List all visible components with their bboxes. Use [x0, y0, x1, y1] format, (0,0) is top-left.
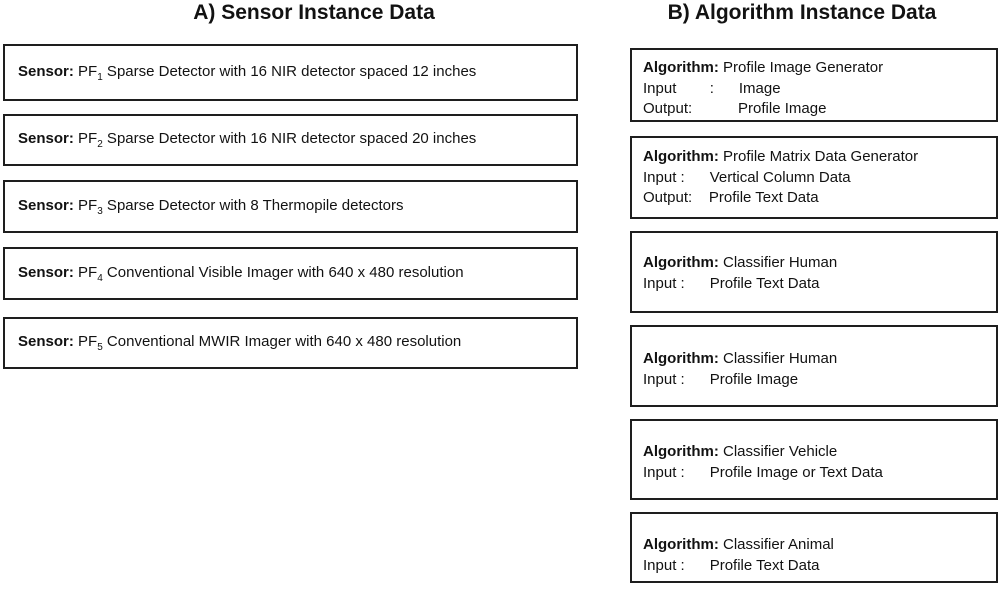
sensor-text: Conventional MWIR Imager with 640 x 480 …	[102, 333, 462, 350]
sensor-subscript: 3	[97, 205, 103, 217]
algorithm-text: Output: Profile Image	[643, 100, 827, 118]
panel-b-title: B) Algorithm Instance Data	[667, 1, 937, 24]
algorithm-label: Algorithm:	[643, 59, 719, 76]
algorithm-box-2: Algorithm: Profile Matrix Data Generator…	[630, 136, 998, 219]
sensor-text: Sparse Detector with 16 NIR detector spa…	[102, 62, 477, 80]
sensor-line: Sensor: PF3 Sparse Detector with 8 Therm…	[18, 197, 403, 217]
algorithm-text: Input : Vertical Column Data	[643, 168, 851, 186]
sensor-line: Sensor: PF2 Sparse Detector with 16 NIR …	[18, 130, 476, 150]
algorithm-text: Output: Profile Text Data	[643, 189, 819, 207]
algorithm-text: Classifier Vehicle	[718, 443, 838, 460]
sensor-text: PF	[73, 333, 98, 350]
sensor-text: PF	[73, 263, 98, 281]
panel-a-title: A) Sensor Instance Data	[193, 1, 435, 24]
algorithm-label: Algorithm:	[643, 254, 719, 271]
algorithm-line: Algorithm: Profile Matrix Data Generator	[643, 147, 996, 168]
algorithm-line: Input : Profile Text Data	[643, 274, 996, 295]
algorithm-line: Algorithm: Classifier Vehicle	[643, 442, 996, 463]
sensor-label: Sensor:	[18, 333, 74, 350]
algorithm-line: Algorithm: Classifier Animal	[643, 535, 996, 556]
algorithm-label: Algorithm:	[643, 148, 719, 165]
algorithm-text: Input : Image	[643, 79, 781, 97]
algorithm-line: Algorithm: Classifier Human	[643, 253, 996, 274]
algorithm-label: Algorithm:	[643, 536, 719, 553]
algorithm-text: Classifier Human	[718, 254, 838, 271]
sensor-box-4: Sensor: PF4 Conventional Visible Imager …	[3, 247, 578, 300]
algorithm-text: Input : Profile Image or Text Data	[643, 463, 883, 481]
algorithm-line: Algorithm: Classifier Human	[643, 349, 996, 370]
sensor-label: Sensor:	[18, 62, 74, 80]
sensor-text: Sparse Detector with 16 NIR detector spa…	[102, 130, 477, 147]
sensor-box-5: Sensor: PF5 Conventional MWIR Imager wit…	[3, 317, 578, 369]
algorithm-text: Profile Image Generator	[718, 59, 884, 76]
algorithm-text: Input : Profile Text Data	[643, 556, 820, 574]
algorithm-label: Algorithm:	[643, 443, 719, 460]
algorithm-line: Output: Profile Image	[643, 99, 996, 120]
algorithm-text: Input : Profile Text Data	[643, 274, 820, 292]
sensor-box-1: Sensor: PF1 Sparse Detector with 16 NIR …	[3, 44, 578, 101]
sensor-box-3: Sensor: PF3 Sparse Detector with 8 Therm…	[3, 180, 578, 233]
algorithm-line: Input : Image	[643, 79, 996, 100]
sensor-text: Sparse Detector with 8 Thermopile detect…	[102, 196, 404, 214]
sensor-subscript: 4	[97, 272, 103, 284]
sensor-label: Sensor:	[18, 196, 74, 214]
sensor-subscript: 1	[97, 71, 103, 83]
sensor-label: Sensor:	[18, 263, 74, 281]
algorithm-line: Input : Profile Text Data	[643, 556, 996, 577]
sensor-text: PF	[73, 62, 98, 80]
algorithm-line: Input : Profile Image	[643, 370, 996, 391]
sensor-text: PF	[73, 130, 98, 147]
algorithm-line: Input : Vertical Column Data	[643, 168, 996, 189]
sensor-line: Sensor: PF5 Conventional MWIR Imager wit…	[18, 333, 461, 353]
algorithm-text: Input : Profile Image	[643, 370, 799, 388]
sensor-subscript: 5	[97, 342, 103, 353]
sensor-text: PF	[73, 196, 98, 214]
algorithm-text: Profile Matrix Data Generator	[718, 148, 919, 165]
sensor-text: Conventional Visible Imager with 640 x 4…	[102, 263, 464, 281]
sensor-subscript: 2	[97, 139, 103, 150]
sensor-line: Sensor: PF4 Conventional Visible Imager …	[18, 264, 464, 284]
algorithm-label: Algorithm:	[643, 350, 719, 367]
algorithm-text: Classifier Human	[718, 350, 838, 367]
algorithm-line: Algorithm: Profile Image Generator	[643, 58, 996, 79]
sensor-box-2: Sensor: PF2 Sparse Detector with 16 NIR …	[3, 114, 578, 166]
algorithm-line: Input : Profile Image or Text Data	[643, 463, 996, 484]
algorithm-line: Output: Profile Text Data	[643, 188, 996, 209]
algorithm-text: Classifier Animal	[718, 536, 834, 553]
sensor-line: Sensor: PF1 Sparse Detector with 16 NIR …	[18, 63, 476, 83]
sensor-label: Sensor:	[18, 130, 74, 147]
